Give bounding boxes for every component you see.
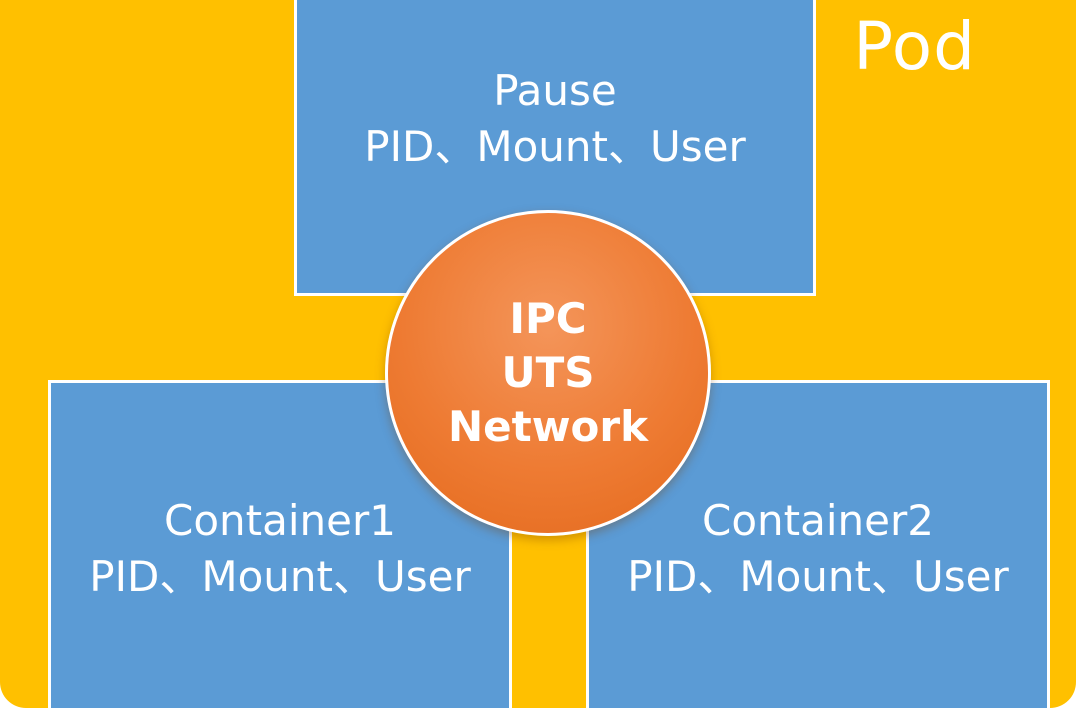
- container1-namespaces: PID、Mount、User: [89, 552, 471, 601]
- container2-namespaces: PID、Mount、User: [627, 552, 1009, 601]
- pause-namespaces: PID、Mount、User: [364, 121, 746, 171]
- shared-namespaces-circle: IPC UTS Network: [385, 210, 711, 536]
- shared-uts-label: UTS: [501, 348, 595, 397]
- shared-network-label: Network: [447, 402, 648, 451]
- shared-ipc-label: IPC: [509, 294, 587, 343]
- pod-label: Pod: [853, 8, 976, 85]
- container1-title: Container1: [164, 496, 396, 545]
- pause-title: Pause: [493, 65, 617, 115]
- container2-title: Container2: [702, 496, 934, 545]
